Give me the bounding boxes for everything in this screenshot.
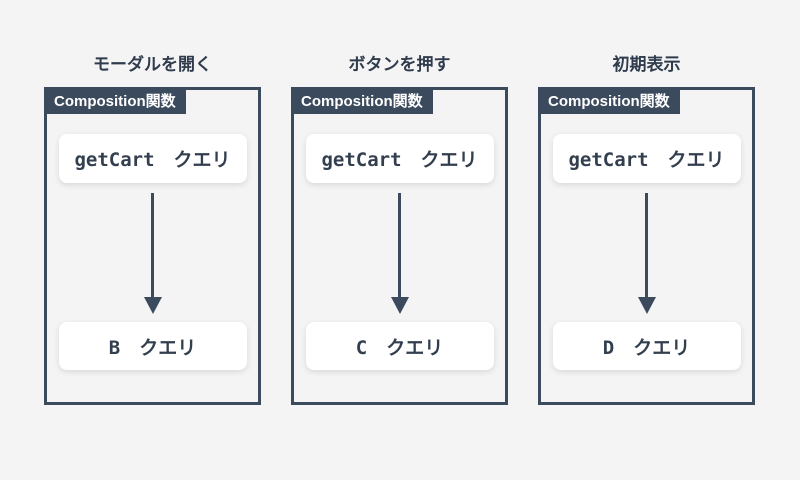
panel-label: Composition関数	[291, 87, 433, 114]
column-title: ボタンを押す	[348, 55, 451, 74]
panel-label: Composition関数	[538, 87, 680, 114]
down-arrow-icon	[143, 193, 162, 314]
query-node-bottom: C クエリ	[305, 322, 494, 370]
diagram-column-modal-open: モーダルを開く Composition関数 getCart クエリ B クエリ	[44, 55, 261, 480]
arrow-head	[143, 297, 162, 314]
query-node-bottom: B クエリ	[58, 322, 247, 370]
down-arrow-icon	[637, 193, 656, 314]
arrow-head	[637, 297, 656, 314]
arrow-line	[398, 193, 401, 297]
composition-panel: Composition関数 getCart クエリ B クエリ	[44, 87, 261, 405]
arrow-line	[645, 193, 648, 297]
diagram-column-initial-display: 初期表示 Composition関数 getCart クエリ D クエリ	[538, 55, 755, 480]
query-node-top: getCart クエリ	[552, 134, 741, 183]
column-title: モーダルを開く	[93, 55, 212, 74]
column-title: 初期表示	[612, 55, 681, 74]
composition-panel: Composition関数 getCart クエリ D クエリ	[538, 87, 755, 405]
query-node-bottom: D クエリ	[552, 322, 741, 370]
diagram-column-button-press: ボタンを押す Composition関数 getCart クエリ C クエリ	[291, 55, 508, 480]
arrow-line	[151, 193, 154, 297]
query-node-top: getCart クエリ	[58, 134, 247, 183]
arrow-head	[390, 297, 409, 314]
query-node-top: getCart クエリ	[305, 134, 494, 183]
composition-panel: Composition関数 getCart クエリ C クエリ	[291, 87, 508, 405]
panel-label: Composition関数	[44, 87, 186, 114]
down-arrow-icon	[390, 193, 409, 314]
